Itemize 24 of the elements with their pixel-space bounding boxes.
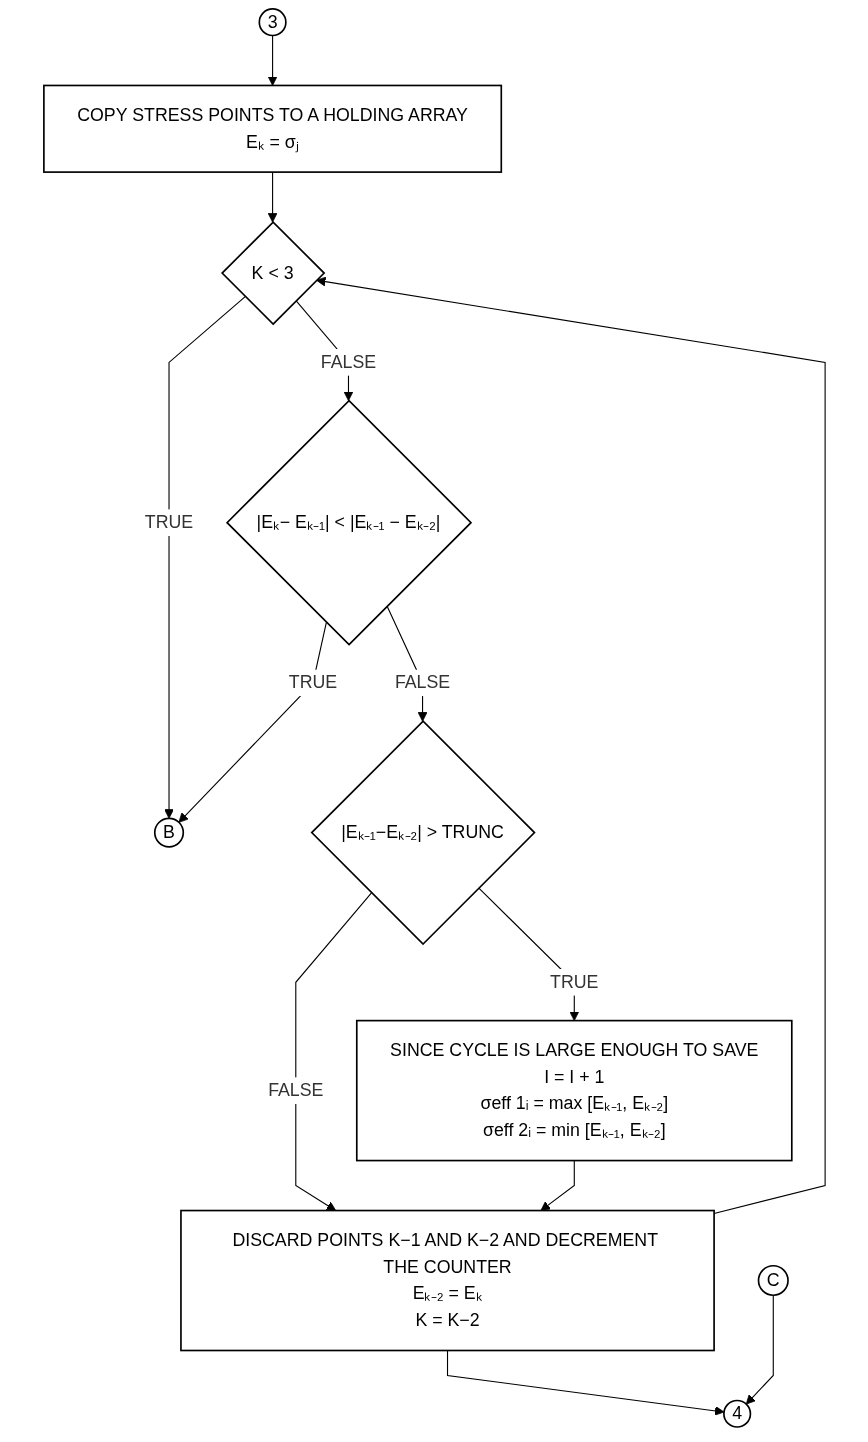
edge-label: FALSE [320, 352, 376, 372]
node-circle: B [153, 817, 184, 848]
arrow [267, 34, 277, 86]
node-circle: 4 [722, 1399, 751, 1428]
arrow [267, 171, 277, 223]
edge-label: FALSE [394, 672, 450, 692]
edge-label: FALSE [267, 1080, 323, 1100]
edge-label: TRUE [549, 972, 598, 992]
node-circle: 3 [257, 8, 287, 37]
node-box: SINCE CYCLE IS LARGE ENOUGH TO SAVE I = I + 1 σeff 1ᵢ = max [Eₖ₋₁, Eₖ₋₂] σeff 2ᵢ = min [Eₖ₋₁, Eₖ₋₂] [355, 1019, 793, 1162]
arrow [540, 1160, 575, 1211]
node-circle: C [757, 1264, 789, 1297]
arrow [294, 892, 372, 1211]
edge-label: TRUE [144, 512, 193, 532]
node-diamond: |Eₖ₋₁−Eₖ₋₂| > TRUNC [310, 720, 536, 946]
arrow [163, 296, 246, 819]
node-diamond: |Eₖ− Eₖ₋₁| < |Eₖ₋₁ − Eₖ₋₂| [225, 399, 472, 646]
edge-label: TRUE [288, 672, 337, 692]
arrow [315, 276, 826, 1215]
node-diamond: K < 3 [220, 220, 325, 326]
node-box: DISCARD POINTS K−1 AND K−2 AND DECREMENT THE COUNTER Eₖ₋₂ = Eₖ K = K−2 [179, 1209, 715, 1352]
arrow [446, 1349, 724, 1416]
arrow [745, 1294, 774, 1405]
node-box: COPY STRESS POINTS TO A HOLDING ARRAY Eₖ = σⱼ [42, 84, 502, 173]
